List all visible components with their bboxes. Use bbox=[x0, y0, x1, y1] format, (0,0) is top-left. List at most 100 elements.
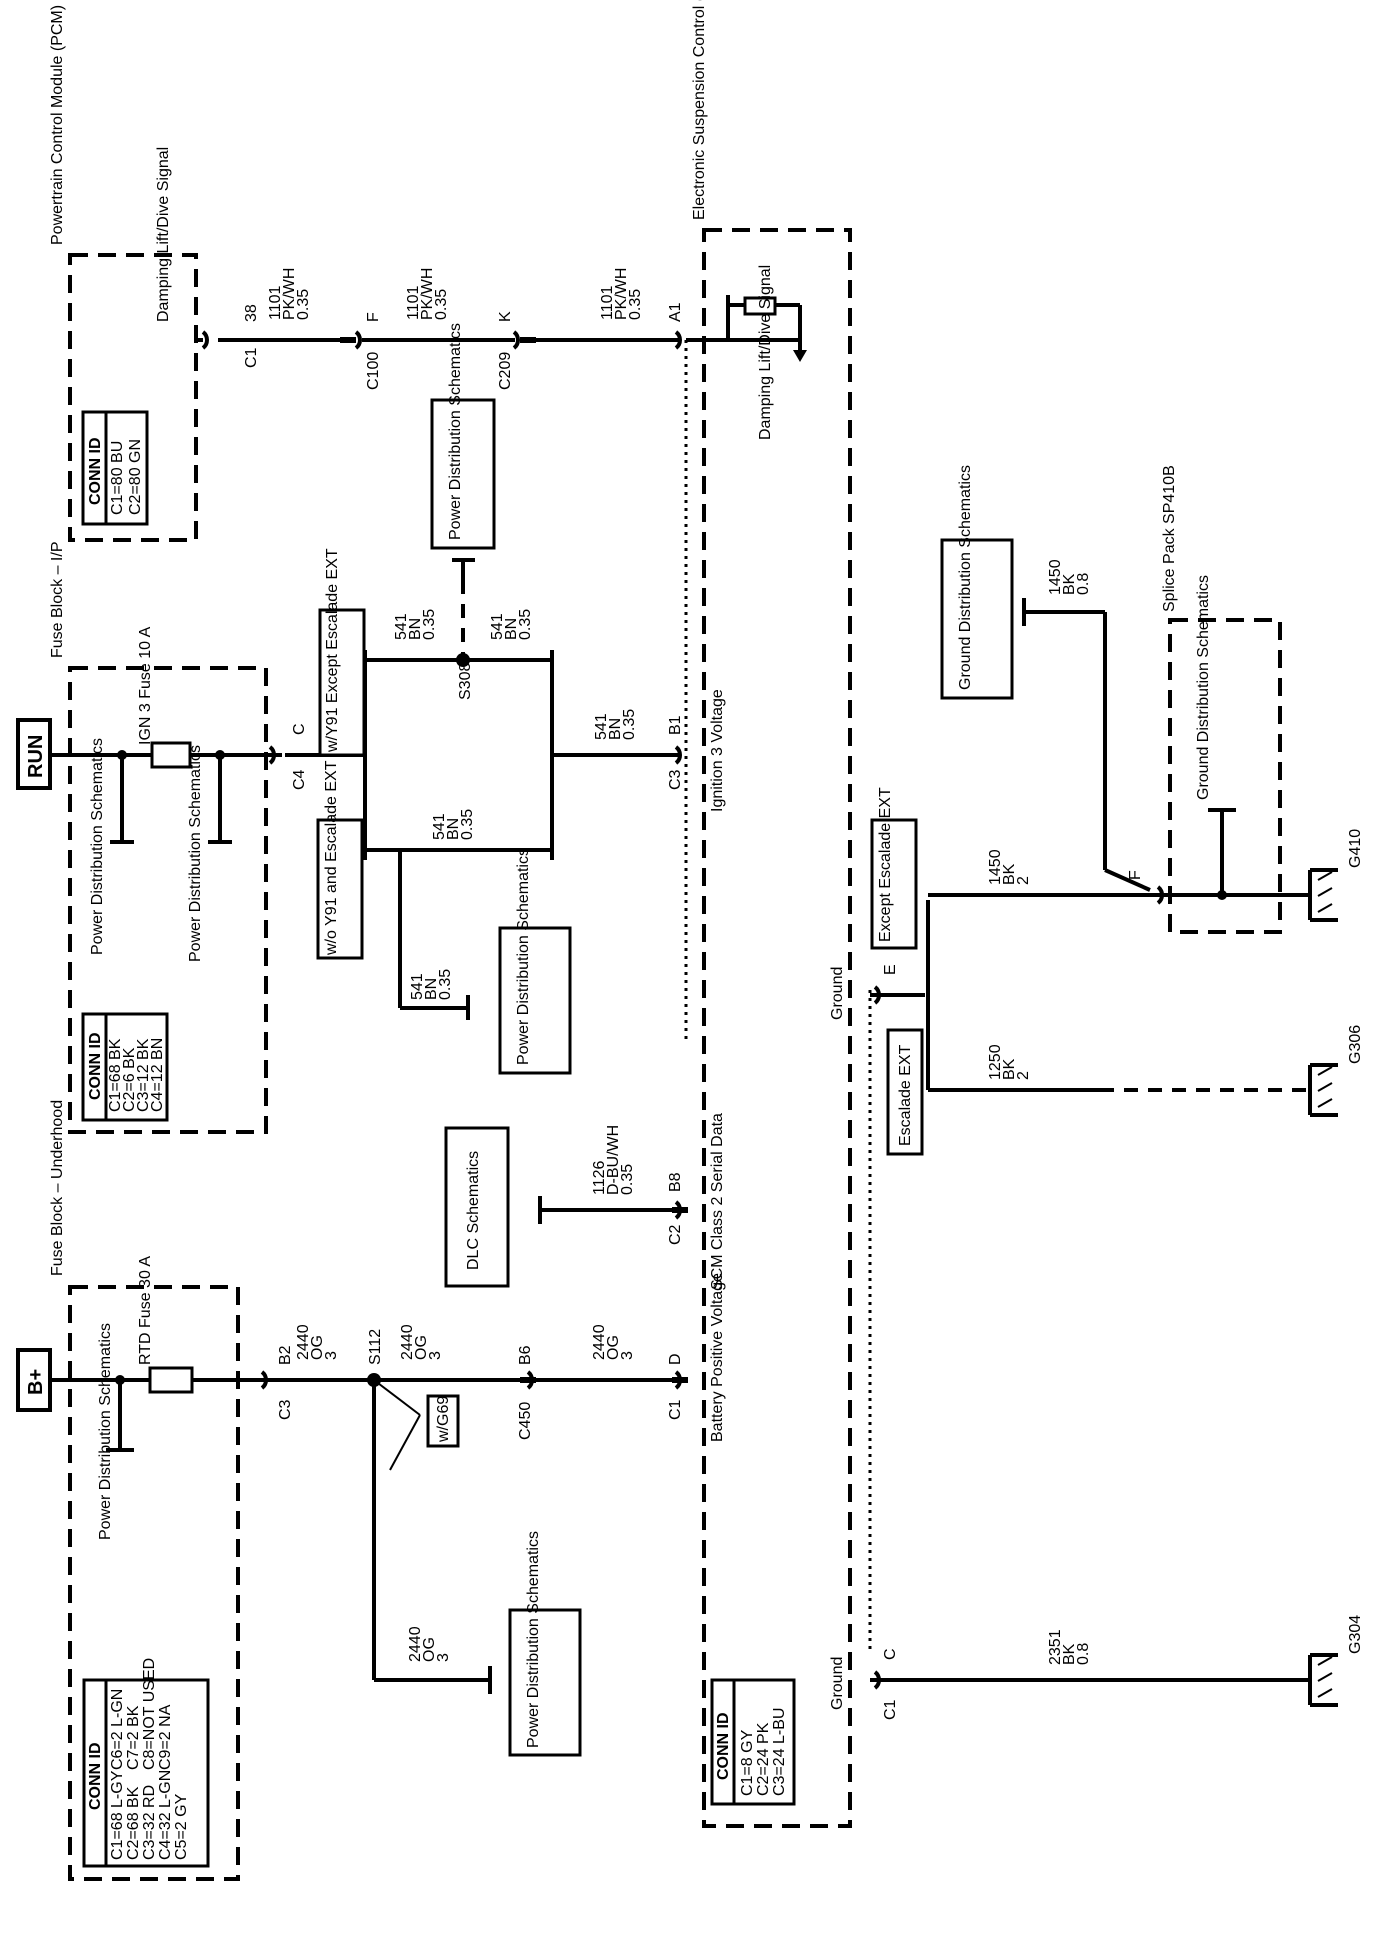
wire-1126-label: 1126 D-BU/WH 0.35 bbox=[591, 1125, 636, 1195]
fuse-uh-conn-id-c6: C6=2 L-GN bbox=[109, 1689, 126, 1770]
svg-text:3: 3 bbox=[435, 1653, 452, 1662]
wire-2440-label-1: 2440 OG 3 bbox=[295, 1324, 340, 1360]
svg-text:541: 541 bbox=[489, 613, 506, 640]
esc-pin-e: E bbox=[882, 964, 899, 975]
option-with-y91: w/Y91 Except Escalade EXT bbox=[324, 548, 341, 753]
fuse-uh-conn-id-c3: C3=32 RD bbox=[141, 1785, 158, 1860]
svg-text:PK/WH: PK/WH bbox=[419, 268, 436, 320]
esc-damping-label: Damping Lift/Dive Signal bbox=[757, 265, 774, 440]
svg-text:OG: OG bbox=[605, 1335, 622, 1360]
option-with-y91-box bbox=[318, 608, 366, 757]
svg-text:0.35: 0.35 bbox=[459, 809, 476, 840]
esc-ground-conn-c1: C1 bbox=[882, 1699, 899, 1720]
rtd-fuse bbox=[148, 1366, 194, 1394]
pd-ref-541: Power Distribution Schematics bbox=[515, 848, 532, 1065]
fuse-ip-title-text: Fuse Block – I/P bbox=[49, 542, 66, 659]
svg-text:3: 3 bbox=[427, 1351, 444, 1360]
option-g69-box bbox=[426, 1394, 460, 1448]
svg-text:541: 541 bbox=[393, 613, 410, 640]
svg-text:1126: 1126 bbox=[591, 1160, 608, 1195]
svg-text:3: 3 bbox=[323, 1351, 340, 1360]
fuse-uh-conn-id-c1: C1=68 L-GY bbox=[109, 1770, 126, 1860]
pin-b6: B6 bbox=[517, 1345, 534, 1365]
svg-text:BN: BN bbox=[407, 618, 424, 640]
pcm-title-text: Powertrain Control Module (PCM) bbox=[49, 5, 66, 245]
fuse-ip-pd-ref-1: Power Distribution Schematics bbox=[89, 738, 106, 955]
esc-serial-label: SCM Class 2 Serial Data bbox=[709, 1113, 726, 1290]
ground-g306: G306 bbox=[1308, 1025, 1364, 1117]
wire-2440-label-2: 2440 OG 3 bbox=[399, 1324, 444, 1360]
svg-text:D-BU/WH: D-BU/WH bbox=[605, 1125, 622, 1195]
svg-text:BN: BN bbox=[423, 978, 440, 1000]
option-except-ext-box bbox=[870, 818, 918, 950]
fuse-uh-conn-id-c4: C4=32 L-GN bbox=[157, 1770, 174, 1860]
fuse-uh-conn-id-title: CONN ID bbox=[87, 1742, 104, 1810]
svg-text:2440: 2440 bbox=[407, 1626, 424, 1662]
fuse-block-underhood-title: Fuse Block – Underhood bbox=[49, 1100, 66, 1276]
ground-g410-label: G410 bbox=[1347, 829, 1364, 868]
svg-text:2: 2 bbox=[1015, 876, 1032, 885]
fuse-uh-conn-id-c8: C8=NOT USED bbox=[141, 1658, 158, 1770]
option-except-ext: Except Escalade EXT bbox=[877, 787, 894, 942]
ground-g306-label: G306 bbox=[1347, 1025, 1364, 1064]
svg-text:OG: OG bbox=[413, 1335, 430, 1360]
esc-conn-id-title: CONN ID bbox=[715, 1712, 732, 1780]
splice-pack-title: Splice Pack SP410B bbox=[1161, 465, 1178, 612]
wire-2351-label: 2351 BK 0.8 bbox=[1047, 1629, 1092, 1665]
option-without-y91-box bbox=[316, 818, 364, 960]
pcm-conn-c1: C1 bbox=[243, 347, 260, 368]
wire-541-label-c: 541 BN 0.35 bbox=[431, 809, 476, 840]
pcm-module-box bbox=[68, 253, 198, 542]
fuse-block-ip-box bbox=[68, 666, 268, 1134]
wire-541-label-e: 541 BN 0.35 bbox=[593, 709, 638, 740]
svg-text:PK/WH: PK/WH bbox=[613, 268, 630, 320]
svg-text:0.35: 0.35 bbox=[517, 609, 534, 640]
conn-c209: C209 bbox=[497, 352, 514, 390]
pin-a1: A1 bbox=[667, 302, 684, 322]
splice-s112: S112 bbox=[367, 1329, 384, 1365]
svg-text:541: 541 bbox=[409, 973, 426, 1000]
wire-1101-label-2: 1101 PK/WH 0.35 bbox=[405, 268, 450, 320]
wire-541-label-d: 541 BN 0.35 bbox=[409, 969, 454, 1000]
fuse-block-ip-title: Fuse Block – I/P bbox=[49, 542, 66, 659]
esc-conn-id-line-1: C1=8 GY bbox=[739, 1729, 756, 1796]
wire-1101-label-1: 1101 PK/WH 0.35 bbox=[267, 268, 312, 320]
pd-ref-box-541 bbox=[498, 926, 572, 1075]
svg-text:0.35: 0.35 bbox=[433, 289, 450, 320]
esc-conn-c3: C3 bbox=[667, 769, 684, 790]
esc-title-text: Electronic Suspension Control (ESC) Modu… bbox=[691, 0, 708, 220]
fuse-uh-conn-id-c9: C9=2 NA bbox=[157, 1704, 174, 1770]
fuse-ip-conn-id: CONN ID C1=68 BK C2=6 BK C3=12 BK C4=12 … bbox=[81, 1012, 169, 1122]
svg-text:OG: OG bbox=[309, 1335, 326, 1360]
svg-text:0.35: 0.35 bbox=[421, 609, 438, 640]
gd-ref-top: Ground Distribution Schematics bbox=[957, 465, 974, 690]
fuse-ip-pin-c: C bbox=[291, 723, 308, 735]
option-ext-box bbox=[886, 1028, 924, 1156]
svg-text:BK: BK bbox=[1061, 573, 1078, 595]
svg-text:1101: 1101 bbox=[405, 285, 422, 320]
svg-text:541: 541 bbox=[593, 713, 610, 740]
esc-pin-b1: B1 bbox=[667, 715, 684, 735]
pcm-conn-id: CONN ID C1=80 BU C2=80 GN bbox=[81, 410, 149, 526]
fuse-uh-conn-id-c7: C7=2 BK bbox=[125, 1705, 142, 1770]
svg-text:0.35: 0.35 bbox=[621, 709, 638, 740]
fuse-ip-conn-id-title: CONN ID bbox=[87, 1032, 104, 1100]
esc-ign-label: Ignition 3 Voltage bbox=[709, 689, 726, 812]
pcm-pin-label: Damping Lift/Dive Signal bbox=[155, 147, 172, 322]
fuse-uh-conn-id: CONN ID C1=68 L-GY C2=68 BK C3=32 RD C4=… bbox=[82, 1658, 210, 1868]
pd-ref-box-2440 bbox=[508, 1608, 582, 1757]
fuse-uh-pin-b2: B2 bbox=[277, 1345, 294, 1365]
run-power-source: RUN bbox=[16, 718, 72, 790]
esc-ground1-label: Ground bbox=[829, 967, 846, 1020]
svg-text:BK: BK bbox=[1001, 1058, 1018, 1080]
svg-text:0.35: 0.35 bbox=[627, 289, 644, 320]
run-label: RUN bbox=[25, 735, 47, 778]
wire-2440-label-4: 2440 OG 3 bbox=[407, 1626, 452, 1662]
svg-text:0.35: 0.35 bbox=[619, 1164, 636, 1195]
esc-batt-label: Battery Positive Voltage bbox=[709, 1273, 726, 1442]
fuse-uh-conn-c3: C3 bbox=[277, 1399, 294, 1420]
ground-g410: G410 bbox=[1308, 829, 1364, 922]
ground-g304: G304 bbox=[1308, 1615, 1364, 1707]
wire-1101-label-3: 1101 PK/WH 0.35 bbox=[599, 268, 644, 320]
